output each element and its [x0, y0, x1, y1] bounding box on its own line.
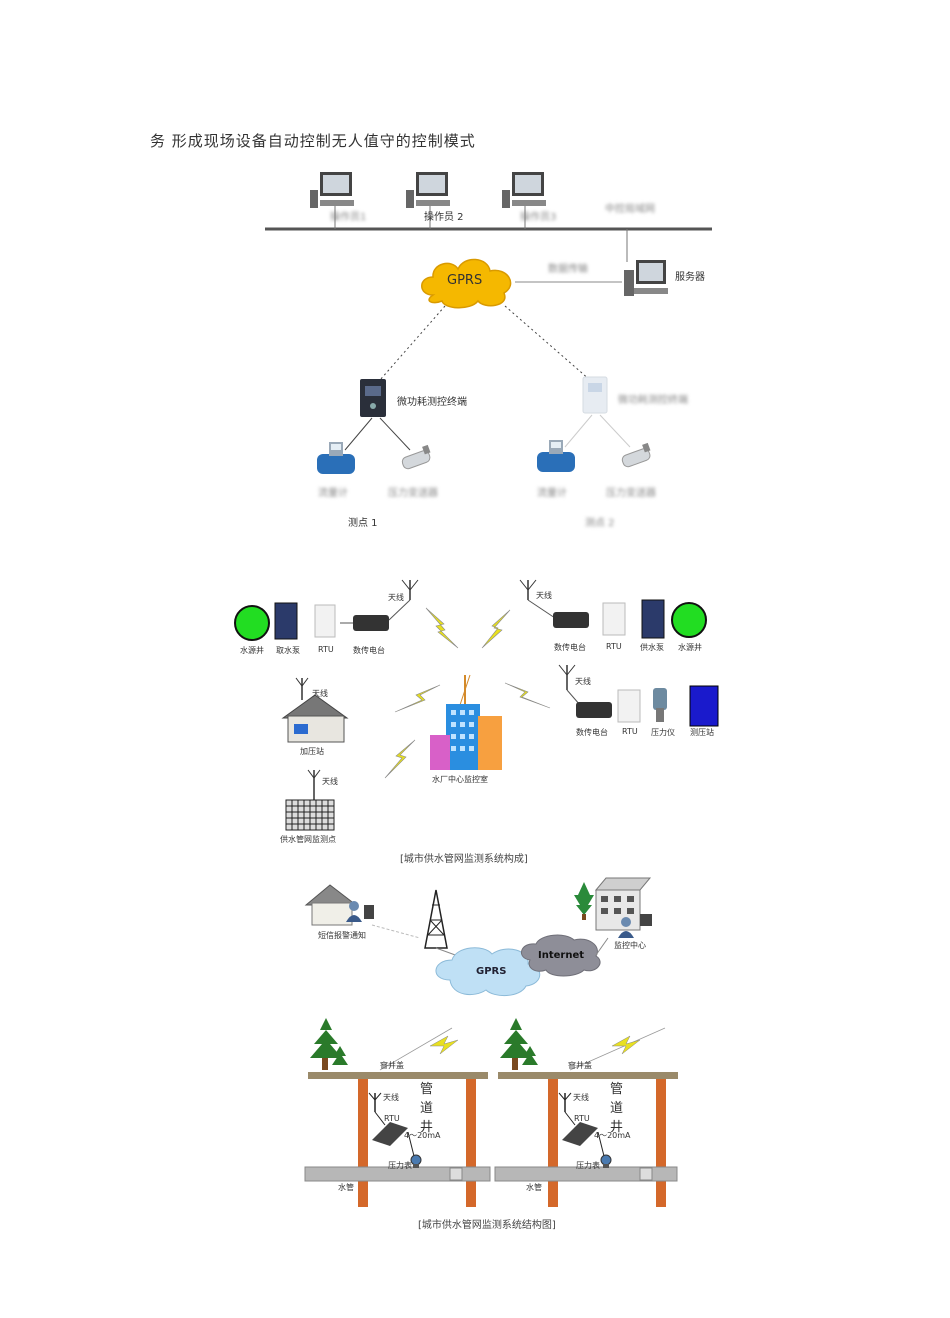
terminal-2-label: 微功耗测控终端	[618, 395, 688, 406]
gprs-label: GPRS	[447, 273, 483, 288]
label-well-cover-left: 窨井盖	[380, 1061, 404, 1070]
label-well-cover-right: 窨井盖	[568, 1061, 592, 1070]
pressure-transmitter-icon	[401, 444, 431, 470]
diagram1-lines	[265, 205, 712, 451]
link-label: 数据传输	[548, 264, 588, 275]
label-antenna-right: 天线	[573, 1093, 589, 1102]
label-rtu-right: RTU	[606, 642, 622, 651]
label-network-monitor-point: 供水管网监测点	[280, 835, 336, 844]
computer-icon	[406, 172, 450, 208]
label-intake-pump: 取水泵	[276, 646, 300, 655]
antenna-label-monitor: 天线	[322, 777, 338, 786]
label-pipe-well-right: 管道井	[610, 1082, 624, 1135]
label-radio-right: 数传电台	[554, 643, 586, 652]
operator-1-label: 操作员1	[330, 212, 367, 223]
label-booster-station: 加压站	[300, 747, 324, 756]
label-pressure-gauge: 压力仪	[651, 728, 675, 737]
section-heading: 务 形成现场设备自动控制无人值守的控制模式	[150, 132, 476, 150]
label-water-pipe-right: 水管	[526, 1183, 542, 1192]
antenna-label-left: 天线	[388, 593, 404, 602]
caption-system-composition: [城市供水管网监测系统构成]	[400, 854, 528, 865]
diagram2-graphics	[234, 579, 719, 831]
operator-3-label: 操作员3	[520, 212, 557, 223]
internet-cloud-label: Internet	[538, 950, 585, 961]
label-gauge-left: 压力表	[388, 1161, 412, 1170]
label-gauge-right: 压力表	[576, 1161, 600, 1170]
operator-2-label: 操作员 2	[424, 212, 464, 223]
label-antenna-left: 天线	[383, 1093, 399, 1102]
measure-point-1-label: 测点 1	[348, 518, 378, 529]
label-sms-alarm: 短信报警通知	[318, 931, 366, 940]
label-supply-pump: 供水泵	[640, 643, 664, 652]
label-signal-right: 4～20mA	[594, 1131, 631, 1140]
label-radio-left: 数传电台	[353, 646, 385, 655]
computer-icon	[502, 172, 546, 208]
caption-system-structure: [城市供水管网监测系统结构图]	[418, 1220, 556, 1231]
server-label: 服务器	[675, 272, 705, 283]
flow-meter-icon	[537, 440, 575, 472]
label-rtu-left: RTU	[384, 1114, 400, 1123]
label-pressure-station: 测压站	[690, 728, 714, 737]
label-pipe-well-left: 管道井	[420, 1082, 434, 1135]
flowmeter-1-label: 流量计	[318, 488, 348, 499]
terminal-icon	[582, 376, 608, 414]
label-water-pipe-left: 水管	[338, 1183, 354, 1192]
label-signal-left: 4～20mA	[404, 1131, 441, 1140]
label-rtu-left: RTU	[318, 645, 334, 654]
label-monitoring-center: 监控中心	[614, 941, 646, 950]
pressure-1-label: 压力变送器	[388, 488, 438, 499]
terminal-icon	[360, 379, 386, 417]
antenna-label-mid: 天线	[575, 677, 591, 686]
gprs-cloud-icon	[421, 258, 512, 309]
antenna-label-booster: 天线	[312, 689, 328, 698]
flowmeter-2-label: 流量计	[537, 488, 567, 499]
label-control-center: 水厂中心监控室	[432, 775, 488, 784]
server-icon	[624, 260, 668, 296]
label-water-well-right: 水源井	[678, 643, 702, 652]
label-rtu-right: RTU	[574, 1114, 590, 1123]
lan-label: 中控局域网	[605, 204, 655, 215]
terminal-1-label: 微功耗测控终端	[397, 397, 467, 408]
label-radio-mid: 数传电台	[576, 728, 608, 737]
flow-meter-icon	[317, 442, 355, 474]
label-water-well-left: 水源井	[240, 646, 264, 655]
diagram3-graphics	[304, 877, 678, 1207]
computer-icon	[310, 172, 354, 208]
measure-point-2-label: 测点 2	[585, 518, 615, 529]
antenna-label-right: 天线	[536, 591, 552, 600]
pressure-2-label: 压力变送器	[606, 488, 656, 499]
gprs-cloud-label: GPRS	[476, 966, 507, 977]
pressure-transmitter-icon	[621, 442, 651, 468]
label-rtu-mid: RTU	[622, 727, 638, 736]
